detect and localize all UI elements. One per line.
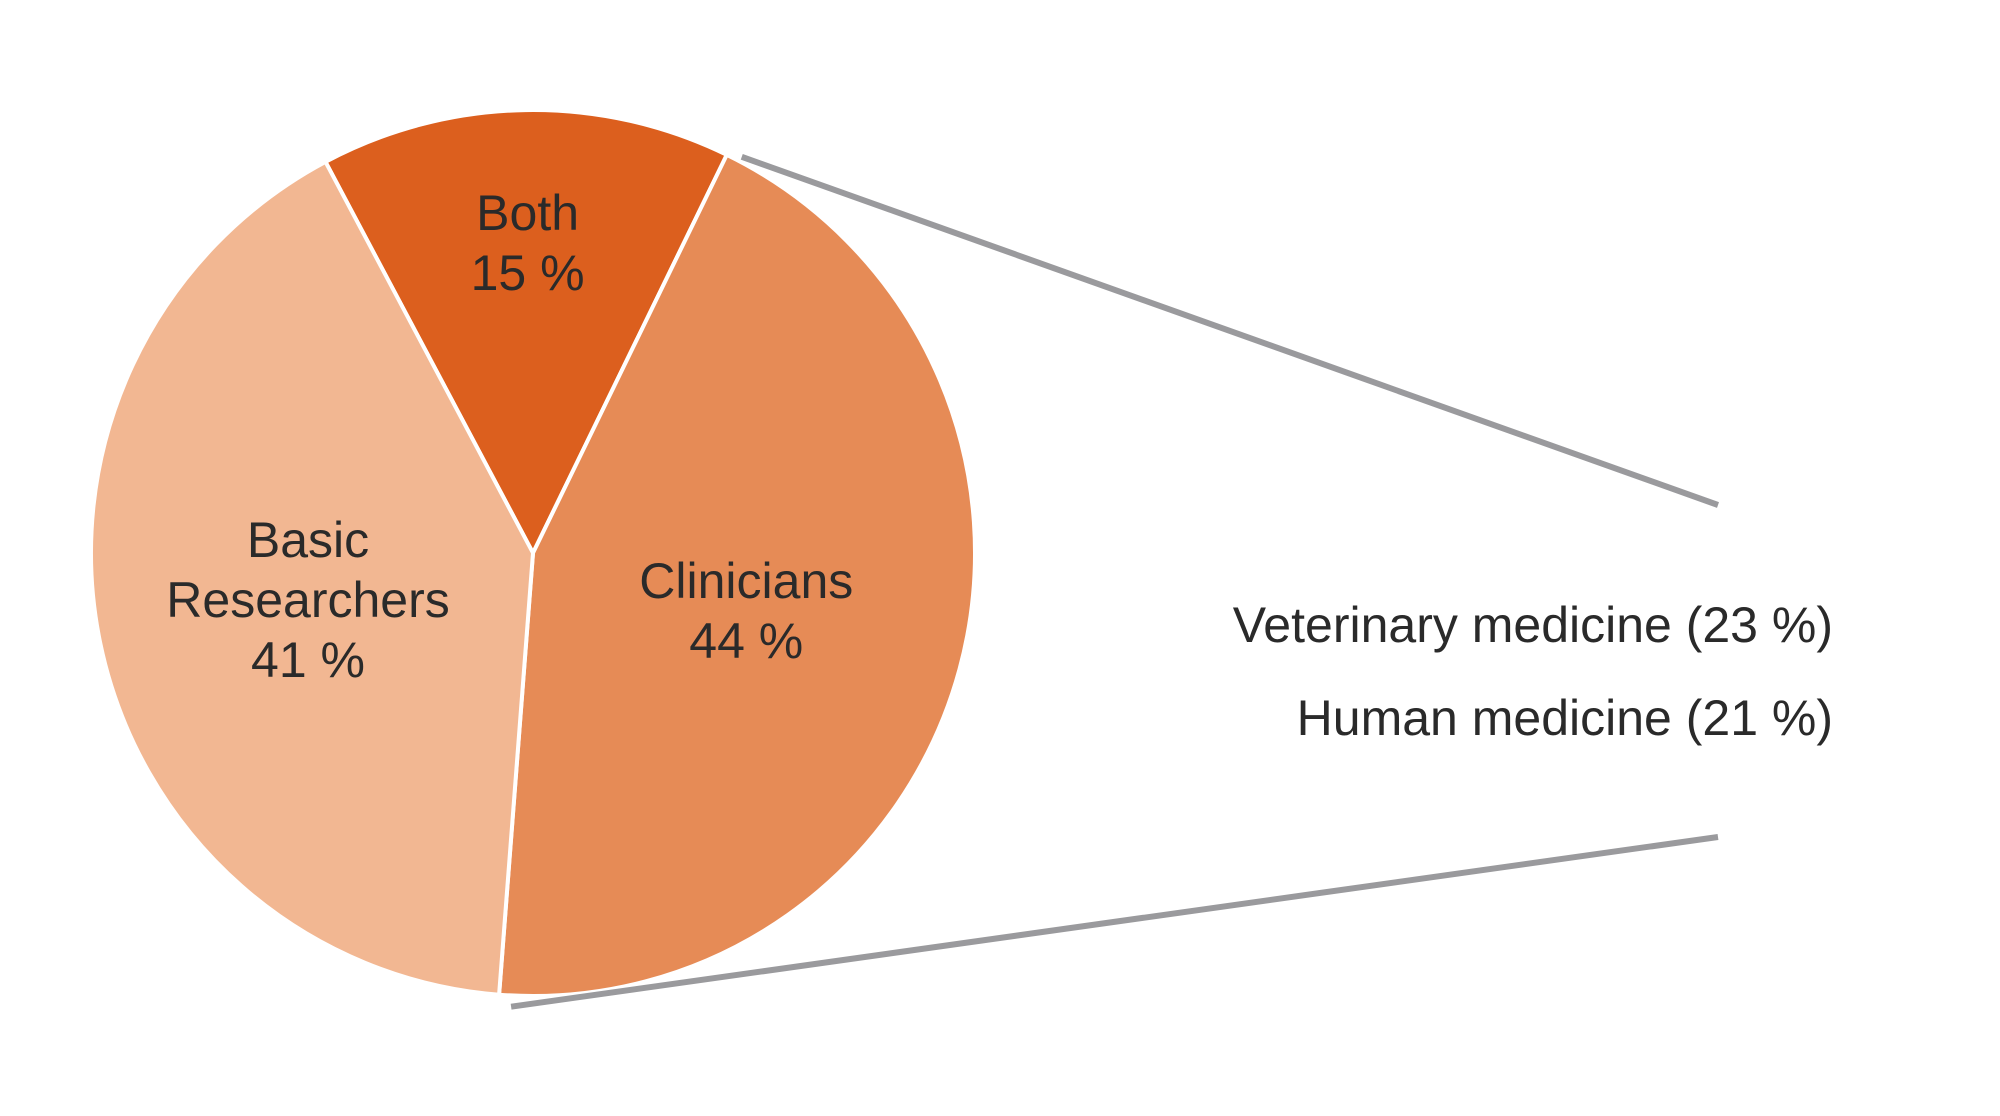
slice-basic-researchers <box>89 159 535 997</box>
breakdown-connectors <box>510 154 1720 1010</box>
slice-label-line: 44 % <box>689 613 803 669</box>
breakdown-item-veterinary-medicine: Veterinary medicine (23 %) <box>1233 597 1833 653</box>
slice-label-line: Both <box>476 185 579 241</box>
slice-both <box>323 108 729 555</box>
slice-label-line: Clinicians <box>639 553 853 609</box>
connector-line-bottom <box>510 834 1719 1010</box>
pie-slices <box>89 108 977 998</box>
slice-label-line: 41 % <box>251 632 365 688</box>
clinicians-breakdown: Veterinary medicine (23 %) Human medicine… <box>1233 597 1833 746</box>
connector-line-top <box>740 154 1720 508</box>
slice-label-line: 15 % <box>471 245 585 301</box>
breakdown-item-human-medicine: Human medicine (21 %) <box>1297 690 1833 746</box>
slice-clinicians <box>497 152 977 998</box>
slice-label-line: Basic <box>247 512 369 568</box>
slice-label-line: Researchers <box>166 572 449 628</box>
